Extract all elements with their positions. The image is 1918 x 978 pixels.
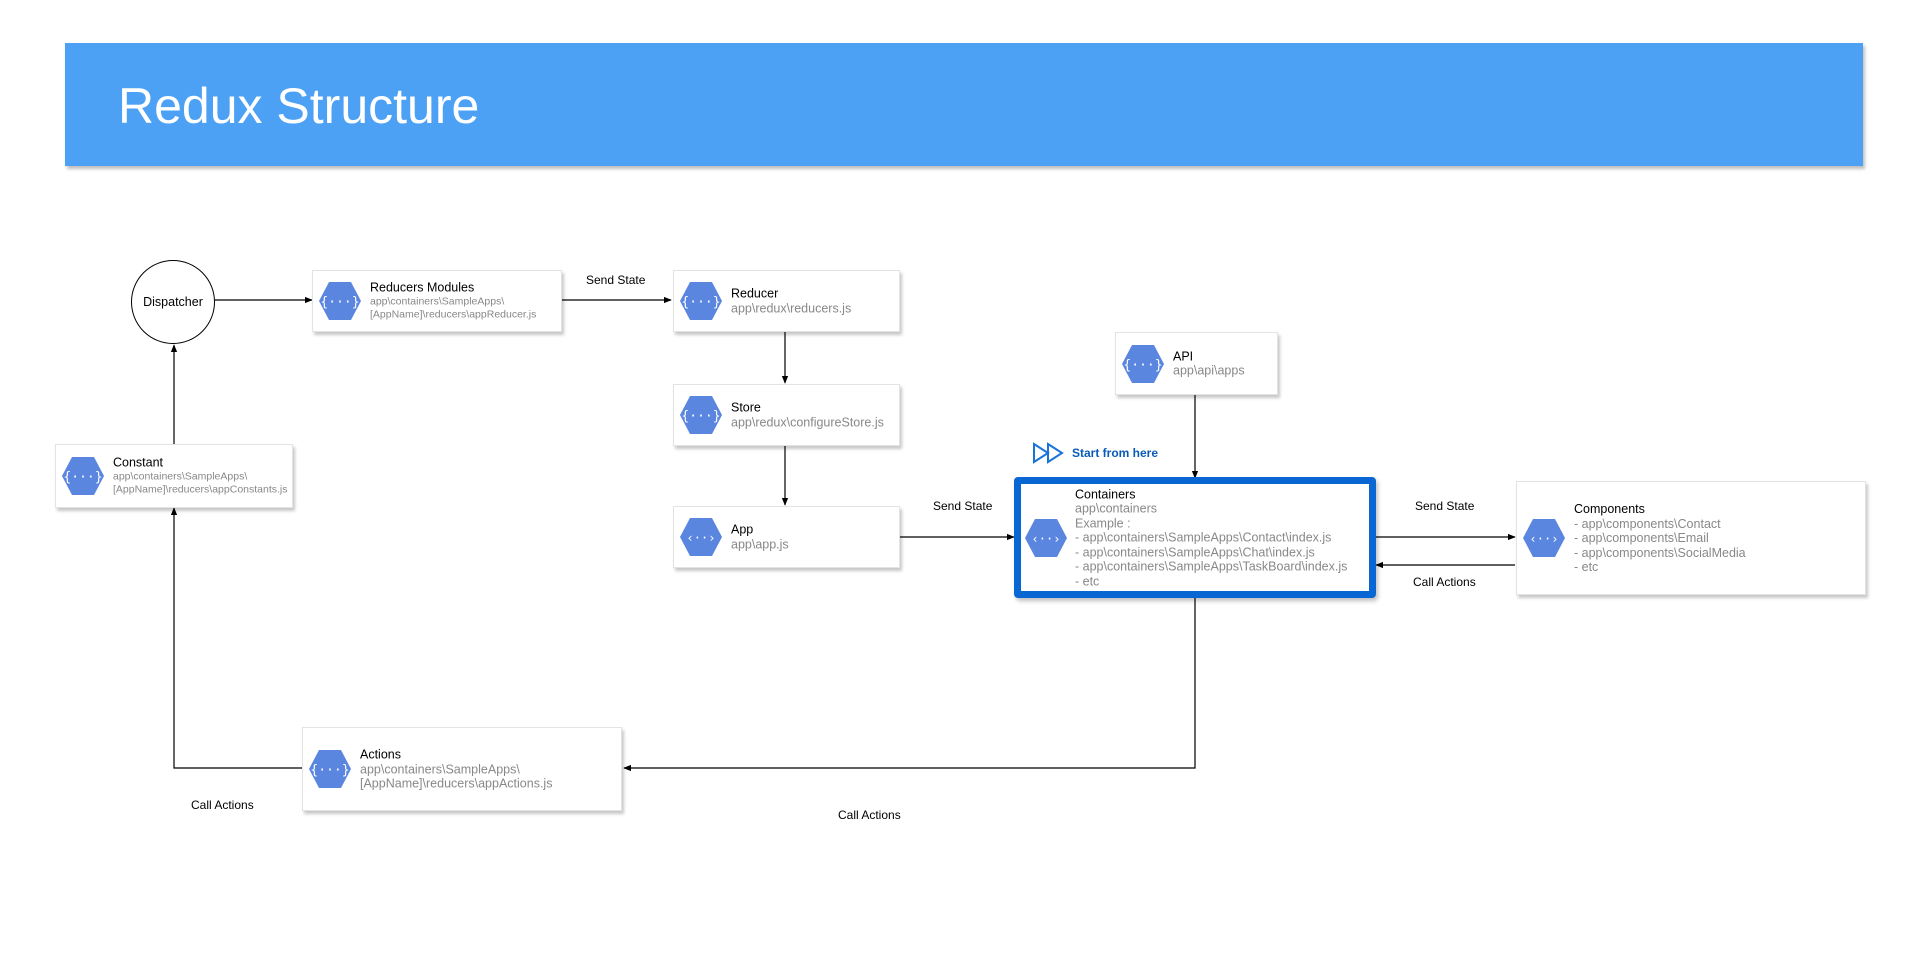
actions-node[interactable]: {···} Actions app\containers\SampleApps\… [302, 727, 622, 811]
node-title: Reducer [731, 286, 779, 301]
node-path: - app\components\Email [1574, 530, 1709, 545]
edge-label-send-state: Send State [933, 499, 993, 513]
start-hint-label: Start from here [1072, 446, 1159, 460]
node-title: Actions [360, 747, 401, 762]
node-path: - app\components\SocialMedia [1574, 545, 1746, 560]
node-title: App [731, 522, 754, 537]
reducer-node[interactable]: {···} Reducer app\redux\reducers.js [673, 270, 900, 332]
node-path: - app\containers\SampleApps\Chat\index.j… [1075, 544, 1315, 559]
containers-node[interactable]: ‹··› Containers app\containers Example :… [1014, 477, 1376, 598]
dispatcher-label: Dispatcher [143, 295, 203, 309]
svg-text:{···}: {···} [310, 763, 349, 778]
node-path: app\redux\configureStore.js [731, 415, 884, 429]
edge-label-send-state: Send State [586, 273, 646, 287]
edge-label-call-actions: Call Actions [838, 808, 901, 822]
node-path: - etc [1574, 559, 1599, 574]
start-hint: Start from here [1032, 442, 1158, 464]
node-path: [AppName]\reducers\appReducer.js [370, 308, 537, 321]
node-path: Example : [1075, 515, 1131, 530]
app-node[interactable]: ‹··› App app\app.js [673, 506, 900, 568]
svg-text:‹··›: ‹··› [1032, 532, 1061, 546]
edge-label-call-actions: Call Actions [191, 798, 254, 812]
code-endpoints-icon: ‹··› [680, 518, 722, 556]
node-title: API [1173, 349, 1194, 363]
edge-containers-to-actions [623, 597, 1196, 772]
api-node[interactable]: {···} API app\api\apps [1115, 332, 1278, 395]
dispatcher-node[interactable]: Dispatcher [131, 260, 215, 344]
svg-text:{···}: {···} [63, 470, 102, 485]
node-title: Components [1574, 501, 1645, 516]
node-path: app\containers [1075, 501, 1158, 516]
cloud-functions-icon: {···} [62, 457, 104, 495]
fast-forward-icon [1033, 442, 1064, 464]
node-title: Store [731, 400, 761, 415]
svg-text:‹··›: ‹··› [687, 531, 716, 545]
edge-actions-to-constant [170, 507, 302, 769]
cloud-functions-icon: {···} [680, 282, 722, 320]
cloud-functions-icon: {···} [1122, 344, 1164, 383]
node-path: app\app.js [731, 537, 789, 551]
node-path: - app\containers\SampleApps\Contact\inde… [1075, 530, 1332, 545]
node-title: Containers [1075, 486, 1136, 501]
code-endpoints-icon: ‹··› [1523, 519, 1565, 557]
node-path: [AppName]\reducers\appActions.js [360, 776, 553, 791]
reducers-modules-node[interactable]: {···} Reducers Modules app\containers\Sa… [312, 270, 562, 332]
node-path: [AppName]\reducers\appConstants.js [113, 483, 288, 496]
node-title: Constant [113, 455, 164, 470]
node-path: app\containers\SampleApps\ [370, 295, 505, 308]
node-title: Reducers Modules [370, 280, 475, 295]
store-node[interactable]: {···} Store app\redux\configureStore.js [673, 384, 900, 446]
cloud-functions-icon: {···} [319, 282, 361, 320]
svg-text:{···}: {···} [681, 295, 720, 310]
node-path: app\api\apps [1173, 363, 1245, 378]
svg-text:{···}: {···} [320, 295, 359, 310]
page-title: Redux Structure [118, 78, 480, 134]
node-path: app\containers\SampleApps\ [360, 761, 520, 776]
code-endpoints-icon: ‹··› [1025, 518, 1067, 557]
svg-text:{···}: {···} [681, 409, 720, 424]
components-node[interactable]: ‹··› Components - app\components\Contact… [1516, 481, 1866, 595]
svg-text:‹··›: ‹··› [1530, 532, 1559, 546]
cloud-functions-icon: {···} [309, 750, 351, 788]
node-path: app\redux\reducers.js [731, 301, 852, 315]
node-path: - app\containers\SampleApps\TaskBoard\in… [1075, 559, 1348, 574]
svg-text:{···}: {···} [1123, 358, 1162, 373]
edge-label-send-state: Send State [1415, 499, 1475, 513]
header-banner: Redux Structure [65, 43, 1863, 166]
cloud-functions-icon: {···} [680, 396, 722, 434]
node-path: - etc [1075, 573, 1100, 588]
edge-label-call-actions: Call Actions [1413, 575, 1476, 589]
node-path: app\containers\SampleApps\ [113, 470, 248, 483]
constant-node[interactable]: {···} Constant app\containers\SampleApps… [55, 444, 293, 508]
node-path: - app\components\Contact [1574, 516, 1721, 531]
